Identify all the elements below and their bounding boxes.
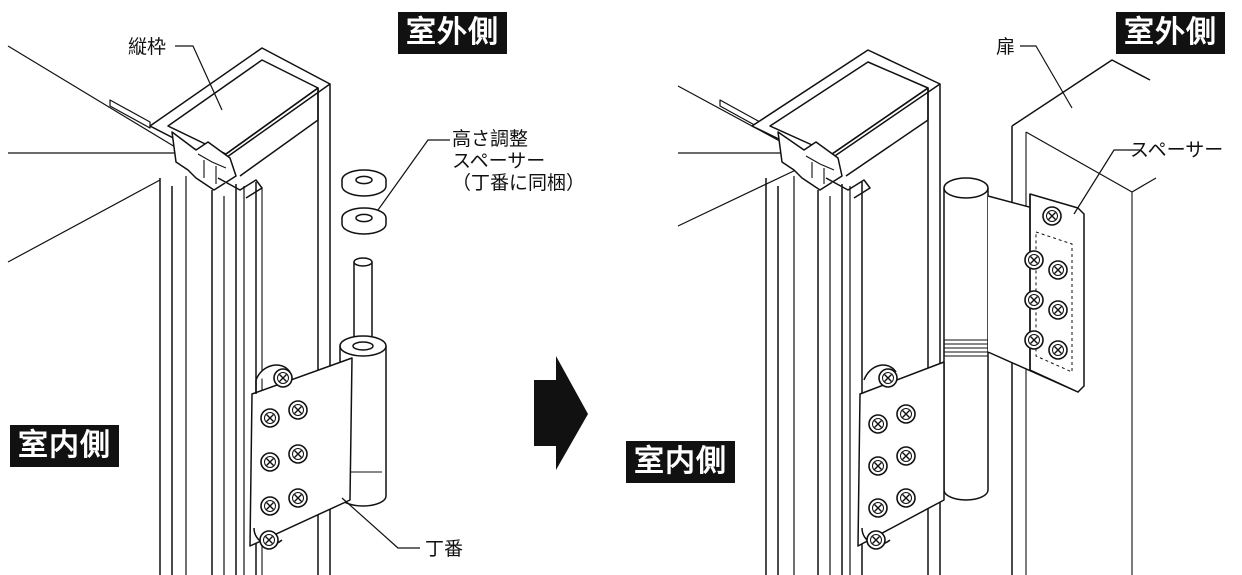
left-figure (7, 45, 450, 575)
label-spacer-line-2: スペーサー (452, 150, 546, 172)
badge-outside-left: 室外側 (398, 12, 507, 54)
construction-line (7, 179, 161, 263)
label-hinge: 丁番 (425, 538, 464, 560)
leader-hinge (341, 497, 420, 549)
right-figure (677, 45, 1157, 575)
leader-spacer (377, 139, 450, 211)
badge-inside-right: 室内側 (626, 441, 735, 483)
leader-frame (175, 45, 223, 111)
label-spacer-right: スペーサー (1130, 139, 1224, 161)
door (1011, 59, 1151, 127)
label-door: 扉 (996, 36, 1016, 58)
label-spacer-line-1: 高さ調整 (452, 128, 529, 150)
badge-outside-right: 室外側 (1116, 12, 1225, 54)
construction-line (7, 45, 191, 157)
arrow-right-icon (534, 356, 588, 470)
label-spacer-line-3: （丁番に同梱） (452, 172, 586, 194)
badge-inside-left: 室内側 (10, 425, 119, 467)
label-frame: 縦枠 (128, 36, 167, 58)
label-spacer-block: 高さ調整 スペーサー （丁番に同梱） (452, 128, 585, 194)
